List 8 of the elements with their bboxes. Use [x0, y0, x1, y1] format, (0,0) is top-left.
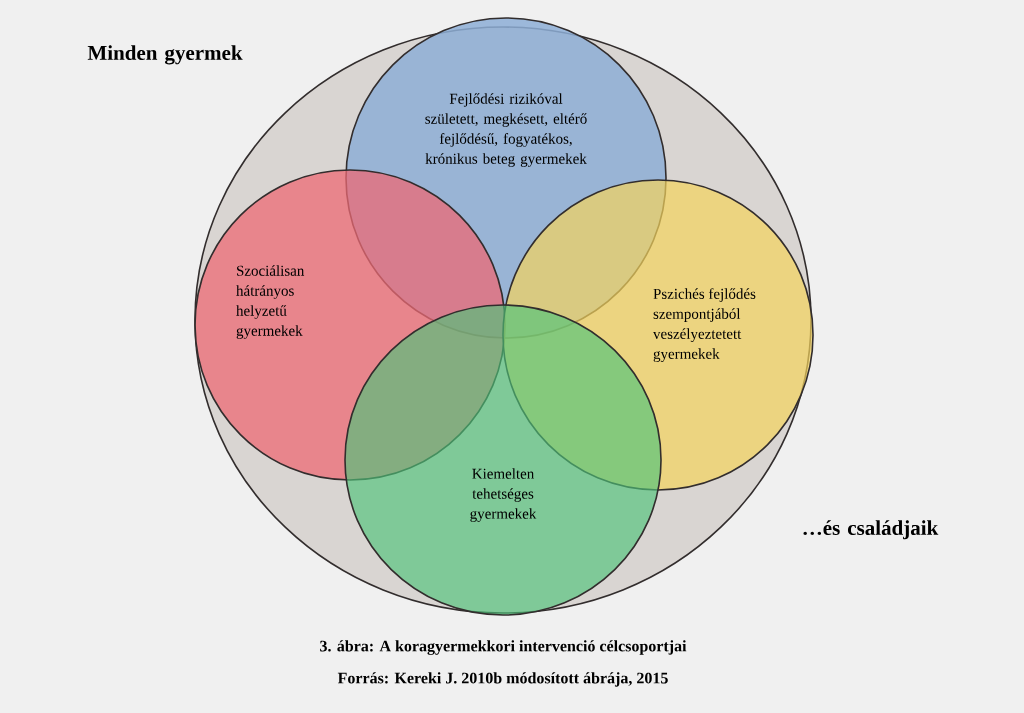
- caption: 3. ábra: A koragyermekkori intervenció célcsoportjai: [320, 640, 687, 655]
- circle-label: Pszichés fejlődés szempontjából veszélyeztetett gyermekek: [653, 288, 756, 362]
- source-note: Forrás: Kereki J. 2010b módosított ábrája, 2015: [337, 672, 668, 687]
- circle-label: Szociálisan hátrányos helyzetű gyermekek: [236, 265, 305, 339]
- heading-text: …és családjaik: [803, 520, 939, 540]
- circle-label: Kiemelten tehetséges gyermekek: [470, 468, 537, 522]
- circle-label: Fejlődési rizikóval született, megkésett, eltérő fejlődésű, fogyatékos, krónikus beteg gyermekek: [425, 93, 587, 167]
- heading-text: Minden gyermek: [87, 45, 243, 65]
